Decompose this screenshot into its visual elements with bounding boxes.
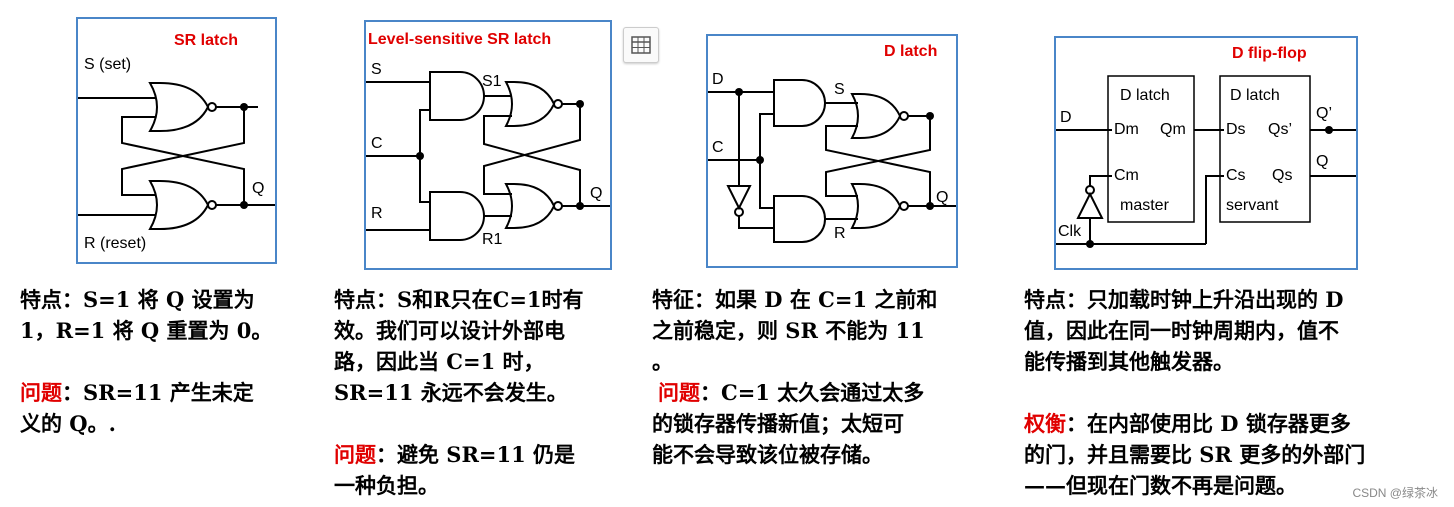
d-latch-s-label: S: [834, 81, 845, 98]
servant-role: servant: [1226, 197, 1279, 214]
master-cm: Cm: [1114, 167, 1139, 184]
sr-desc-line2: 1，R=1 将 Q 重置为 0。: [20, 318, 273, 343]
d-latch-diagram: D latch D C S R Q: [706, 43, 958, 243]
dff-tradeoff-line3: ——但现在门数不再是问题。: [1024, 473, 1297, 498]
d-ff-diagram: D flip-flop D latch Dm Qm Cm master D la…: [1054, 45, 1356, 248]
master-qm: Qm: [1160, 121, 1186, 138]
dl-problem-line3: 能不会导致该位被存储。: [652, 442, 883, 467]
level-problem-label: 问题: [334, 442, 376, 467]
d-ff-clk-label: Clk: [1058, 223, 1082, 240]
level-sr-diagram: Level-sensitive SR latch S C R S1 R1 Q: [364, 31, 612, 248]
sr-r-label: R (reset): [84, 235, 146, 252]
master-role: master: [1120, 197, 1170, 214]
dl-desc-line2: 之前稳定，则 SR 不能为 11: [652, 318, 925, 343]
sr-latch-description: 特点：S=1 将 Q 设置为 1，R=1 将 Q 重置为 0。 问题：SR=11…: [20, 284, 320, 439]
dff-desc-line2: 值，因此在同一时钟周期内，值不: [1024, 318, 1339, 343]
sr-nor-gates: [148, 82, 217, 230]
sr-latch-panel: SR latch S (set) R (reset) Q: [76, 17, 288, 264]
level-s1-label: S1: [482, 73, 502, 90]
sr-problem-label: 问题: [20, 380, 62, 405]
level-sr-description: 特点：S和R只在C=1时有 效。我们可以设计外部电 路，因此当 C=1 时， S…: [334, 284, 634, 501]
level-sr-panel: Level-sensitive SR latch S C R S1 R1 Q: [364, 20, 612, 270]
level-desc-line2: 效。我们可以设计外部电: [334, 318, 565, 343]
d-latch-wires: [706, 91, 958, 229]
level-desc-line3: 路，因此当 C=1 时，: [334, 349, 545, 374]
servant-qs: Qs: [1272, 167, 1292, 184]
level-problem-line1: 问题：避免 SR=11 仍是: [334, 442, 576, 467]
dl-problem-line1: 问题：C=1 太久会通过太多: [658, 380, 925, 405]
d-latch-and-gates: [773, 79, 826, 243]
servant-qs-prime: Qs’: [1268, 121, 1292, 138]
d-latch-title: D latch: [884, 43, 937, 60]
sr-problem-line1: 问题：SR=11 产生未定: [20, 380, 254, 405]
dff-desc-line3: 能传播到其他触发器。: [1024, 349, 1234, 374]
d-latch-not-gate: [726, 185, 752, 217]
level-r-label: R: [371, 205, 383, 222]
servant-cs: Cs: [1226, 167, 1246, 184]
master-name: D latch: [1120, 87, 1170, 104]
d-latch-nor-gates: [850, 93, 909, 229]
level-nor-gates: [504, 81, 563, 229]
sr-q-label: Q: [252, 180, 264, 197]
level-q-label: Q: [590, 185, 602, 202]
dff-tradeoff-line2: 的门，并且需要比 SR 更多的外部门: [1024, 442, 1366, 467]
d-ff-description: 特点：只加载时钟上升沿出现的 D 值，因此在同一时钟周期内，值不 能传播到其他触…: [1024, 284, 1449, 501]
dl-desc-line3: 。: [652, 349, 673, 374]
d-latch-c-label: C: [712, 139, 724, 156]
d-ff-panel: D flip-flop D latch Dm Qm Cm master D la…: [1054, 36, 1358, 270]
d-ff-title: D flip-flop: [1232, 45, 1307, 62]
watermark: CSDN @绿茶冰: [1352, 486, 1438, 500]
d-latch-d-label: D: [712, 71, 724, 88]
d-latch-description: 特征：如果 D 在 C=1 之前和 之前稳定，则 SR 不能为 11 。 问题：…: [652, 284, 992, 470]
servant-latch-box: D latch Ds Qs’ Cs Qs servant: [1219, 75, 1311, 223]
dl-problem-label: 问题: [658, 380, 700, 405]
level-and-gates: [429, 71, 485, 241]
master-latch-box: D latch Dm Qm Cm master: [1107, 75, 1195, 223]
level-c-label: C: [371, 135, 383, 152]
d-ff-q-prime-label: Q’: [1316, 105, 1332, 122]
sr-latch-title: SR latch: [174, 32, 238, 49]
d-ff-q-label: Q: [1316, 153, 1328, 170]
d-ff-wires: [1054, 129, 1356, 245]
d-latch-q-label: Q: [936, 189, 948, 206]
level-wires: [364, 81, 612, 231]
sr-latch-diagram: SR latch S (set) R (reset) Q: [76, 32, 288, 252]
sr-desc-line1: 特点：S=1 将 Q 设置为: [20, 287, 255, 312]
level-problem-line2: 一种负担。: [334, 473, 439, 498]
level-desc-line4: SR=11 永远不会发生。: [334, 380, 568, 405]
dff-tradeoff-line1: 权衡：在内部使用比 D 锁存器更多: [1024, 411, 1351, 436]
d-latch-panel: D latch D C S R Q: [706, 34, 958, 268]
servant-name: D latch: [1230, 87, 1280, 104]
level-sr-title: Level-sensitive SR latch: [368, 31, 551, 48]
table-icon[interactable]: [623, 27, 659, 63]
d-latch-r-label: R: [834, 225, 846, 242]
dff-tradeoff-label: 权衡: [1024, 411, 1066, 436]
level-desc-line1: 特点：S和R只在C=1时有: [334, 287, 584, 312]
dff-desc-line1: 特点：只加载时钟上升沿出现的 D: [1024, 287, 1344, 312]
sr-wires: [76, 97, 288, 216]
sr-problem-line2: 义的 Q。.: [20, 411, 116, 436]
d-ff-not-gate: [1076, 185, 1104, 219]
level-r1-label: R1: [482, 231, 503, 248]
sr-s-label: S (set): [84, 56, 131, 73]
d-ff-d-label: D: [1060, 109, 1072, 126]
dl-problem-line2: 的锁存器传播新值；太短可: [652, 411, 904, 436]
level-s-label: S: [371, 61, 382, 78]
dl-desc-line1: 特征：如果 D 在 C=1 之前和: [652, 287, 938, 312]
master-dm: Dm: [1114, 121, 1139, 138]
servant-ds: Ds: [1226, 121, 1246, 138]
